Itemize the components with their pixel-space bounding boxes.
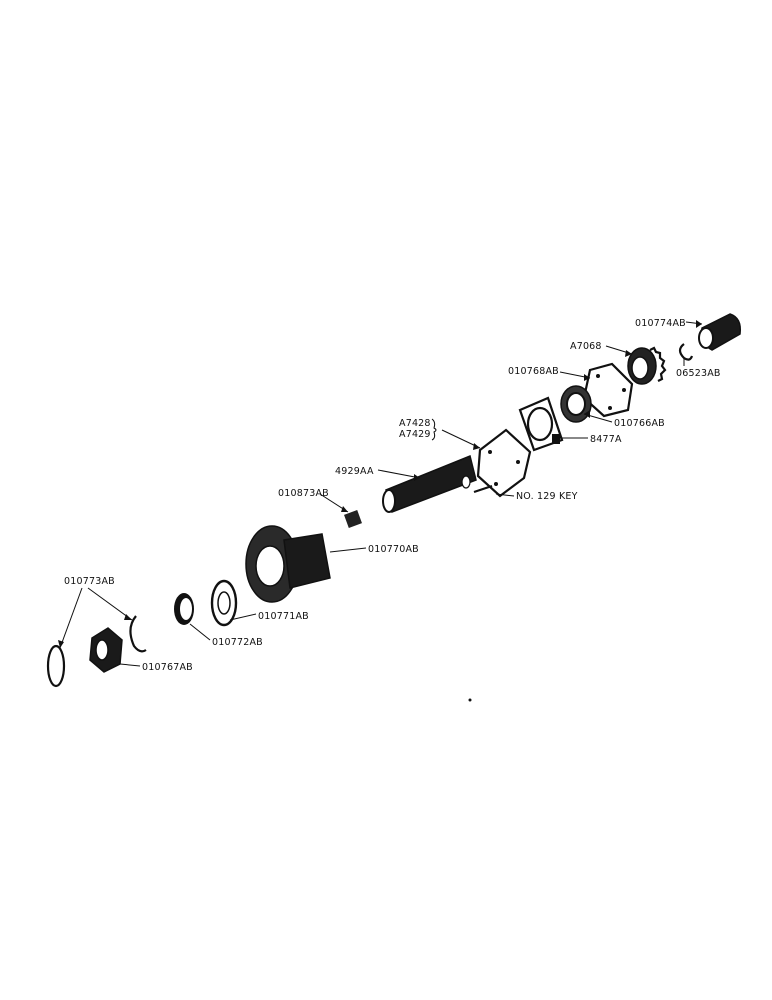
leader-010771AB: [229, 613, 257, 621]
label-010767AB: 010767AB: [142, 662, 193, 673]
label-010774AB: 010774AB: [635, 318, 686, 329]
label-A7429: A7429: [399, 429, 431, 440]
label-010773AB: 010773AB: [64, 576, 115, 587]
label-010873AB: 010873AB: [278, 488, 329, 499]
part-bearing-cage: [518, 396, 564, 452]
brace-A7428-A7429: [431, 418, 437, 441]
label-010771AB: 010771AB: [258, 611, 309, 622]
leader-010773AB-upper: [87, 587, 133, 621]
part-gasket: [476, 428, 532, 498]
leader-A7428: [441, 429, 481, 449]
label-4929AA: 4929AA: [335, 466, 374, 477]
label-06523AB: 06523AB: [676, 368, 721, 379]
part-snap-ring-lower: [46, 644, 66, 688]
label-no-129-key: NO. 129 KEY: [516, 491, 578, 502]
label-010770AB: 010770AB: [368, 544, 419, 555]
label-010766AB: 010766AB: [614, 418, 665, 429]
leader-010773AB-lower: [59, 587, 83, 649]
part-gear-large: [245, 525, 331, 603]
part-small-bushing: [344, 510, 362, 528]
part-lock-washer: [210, 579, 238, 627]
leader-4929AA: [377, 469, 421, 479]
part-nut: [89, 627, 123, 673]
scan-speck: [468, 698, 472, 702]
part-snap-ring-upper: [129, 615, 147, 653]
part-bearing: [560, 385, 592, 423]
label-010768AB: 010768AB: [508, 366, 559, 377]
leader-010767AB: [119, 663, 141, 667]
label-A7068: A7068: [570, 341, 602, 352]
part-snap-ring: [678, 343, 694, 361]
part-washer: [174, 593, 194, 625]
leader-key: [495, 493, 515, 497]
part-gear-small: [627, 346, 667, 385]
label-010772AB: 010772AB: [212, 637, 263, 648]
part-sleeve: [698, 313, 742, 351]
label-8477A: 8477A: [590, 434, 622, 445]
label-A7428: A7428: [399, 418, 431, 429]
leader-010772AB: [189, 623, 211, 641]
part-splined-shaft: [382, 454, 477, 513]
part-key: [473, 484, 493, 494]
leader-010770AB: [329, 547, 367, 553]
